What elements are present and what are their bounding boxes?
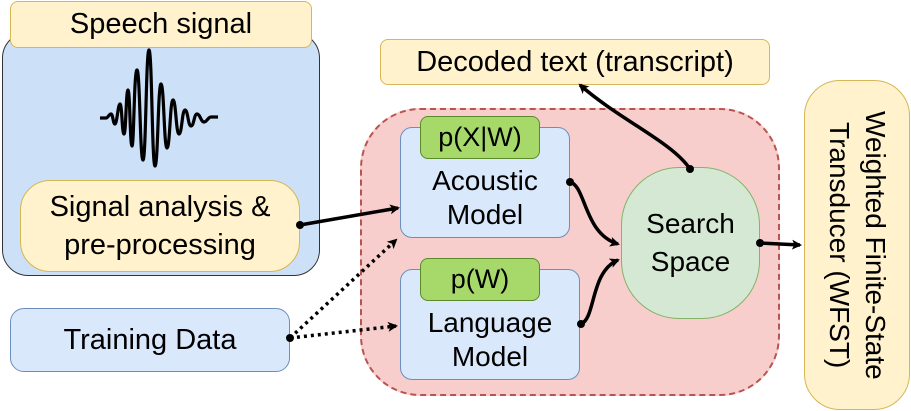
language-model-line-1: Language bbox=[427, 306, 553, 338]
language-probability-text: p(W) bbox=[450, 264, 510, 294]
search-to-decoded-arrow bbox=[578, 83, 694, 173]
search-to-wfst-arrow bbox=[756, 239, 802, 250]
wfst-text: Weighted Finite-State Transducer (WFST) bbox=[821, 111, 893, 380]
search-space-node: Search Space bbox=[621, 167, 760, 319]
wfst-line-2: Transducer (WFST) bbox=[824, 121, 855, 369]
language-to-search-arrow bbox=[577, 258, 620, 328]
search-space-line-2: Space bbox=[650, 246, 731, 277]
decoded-text-node: Decoded text (transcript) bbox=[380, 39, 770, 85]
acoustic-to-search-arrow bbox=[566, 178, 620, 247]
signal-analysis-line-1: Signal analysis & bbox=[49, 191, 271, 223]
wfst-node: Weighted Finite-State Transducer (WFST) bbox=[804, 80, 910, 410]
signal-analysis-line-2: pre-processing bbox=[64, 229, 256, 261]
signal-to-acoustic-arrow bbox=[296, 204, 400, 229]
acoustic-probability-text: p(X|W) bbox=[438, 122, 522, 152]
signal-analysis-node: Signal analysis & pre-processing bbox=[20, 180, 300, 272]
decoded-text-label: Decoded text (transcript) bbox=[416, 45, 734, 78]
speech-signal-text: Speech signal bbox=[69, 8, 253, 40]
search-space-line-1: Search bbox=[646, 208, 735, 239]
training-data-text: Training Data bbox=[63, 323, 237, 356]
training-data-node: Training Data bbox=[10, 308, 290, 372]
training-data-dotted-arrows bbox=[286, 238, 398, 342]
speech-signal-label: Speech signal bbox=[10, 1, 312, 48]
acoustic-probability-label: p(X|W) bbox=[420, 116, 540, 159]
language-model-line-2: Model bbox=[451, 340, 529, 372]
acoustic-model-line-2: Model bbox=[446, 198, 524, 230]
speech-waveform-icon bbox=[100, 48, 218, 168]
language-probability-label: p(W) bbox=[420, 258, 540, 301]
wfst-line-1: Weighted Finite-State bbox=[860, 110, 891, 380]
acoustic-model-line-1: Acoustic bbox=[432, 164, 538, 196]
